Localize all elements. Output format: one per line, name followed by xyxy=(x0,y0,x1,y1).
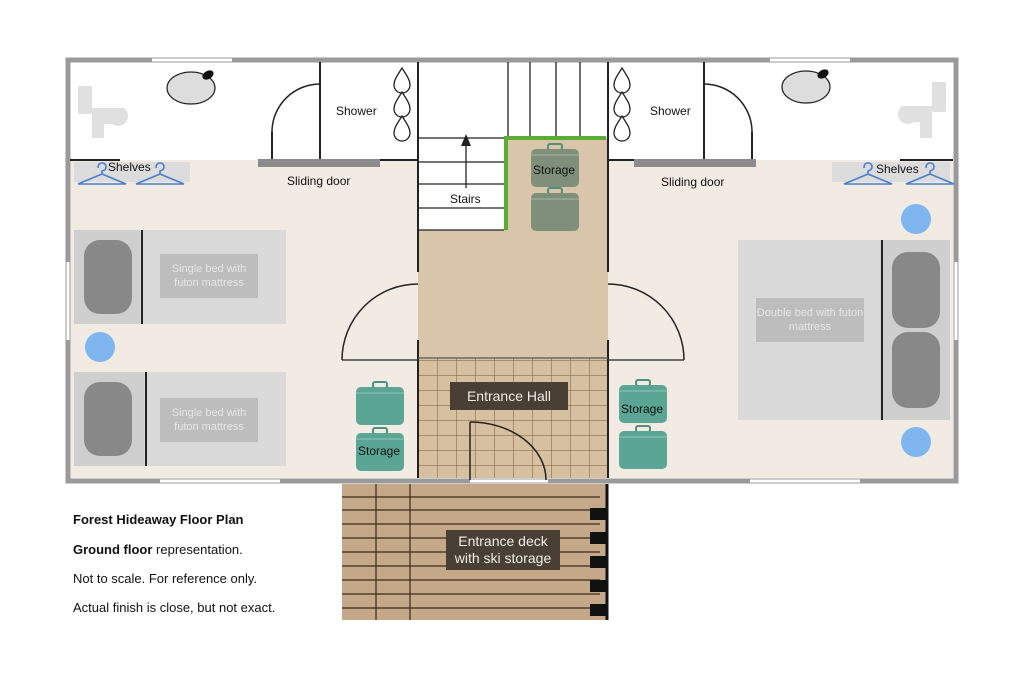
storage-label-right: Storage xyxy=(621,402,664,416)
shelves-label-left: Shelves xyxy=(108,160,151,174)
double-bed-label: Double bed with futon mattress xyxy=(756,298,864,342)
shelves-label-right: Shelves xyxy=(876,162,919,176)
entrance-hall-label: Entrance Hall xyxy=(450,382,568,410)
entrance-deck-label: Entrance deck with ski storage xyxy=(446,530,560,570)
shower-label-left: Shower xyxy=(336,104,377,118)
stairs-label: Stairs xyxy=(450,192,481,206)
floor-note: Ground floor representation. xyxy=(73,542,243,557)
sliding-door-label-left: Sliding door xyxy=(287,174,351,188)
finish-note: Actual finish is close, but not exact. xyxy=(73,600,276,615)
storage-label-top: Storage xyxy=(533,163,576,177)
floor-note-rest: representation. xyxy=(152,542,243,557)
plan-title: Forest Hideaway Floor Plan xyxy=(73,512,244,527)
sliding-door-label-right: Sliding door xyxy=(661,175,725,189)
single-bed-label-1: Single bed with futon mattress xyxy=(160,254,258,298)
single-bed-label-2: Single bed with futon mattress xyxy=(160,398,258,442)
scale-note: Not to scale. For reference only. xyxy=(73,571,258,586)
storage-label-left: Storage xyxy=(358,444,401,458)
floor-note-bold: Ground floor xyxy=(73,542,153,557)
shower-label-right: Shower xyxy=(650,104,691,118)
